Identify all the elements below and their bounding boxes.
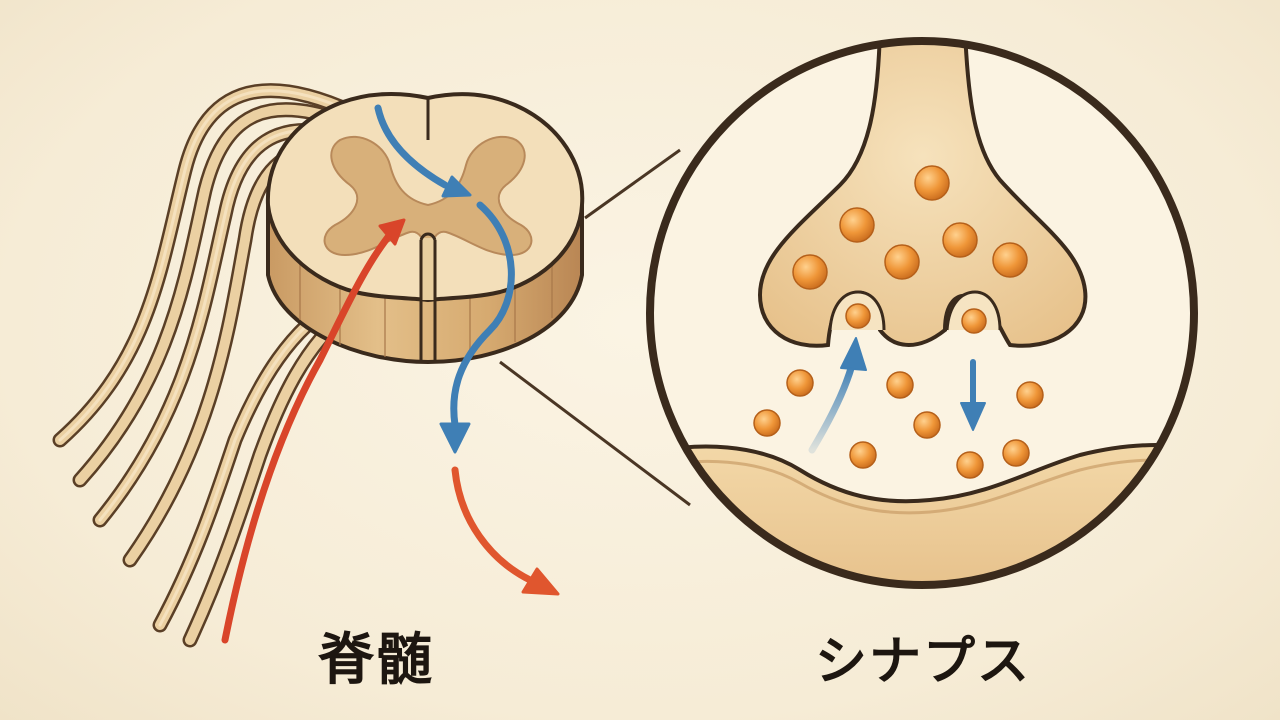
vesicles-in-terminal bbox=[792, 165, 1028, 334]
magnify-connector-lines bbox=[499, 148, 691, 507]
vesicle bbox=[914, 165, 950, 201]
synapse-flow-arrows bbox=[808, 337, 986, 454]
neural-pathway-arrows bbox=[221, 104, 560, 644]
motor-arrowhead-lower bbox=[439, 422, 471, 454]
spinal-cord-label: 脊髄 bbox=[318, 627, 434, 693]
motor-arrow-upper bbox=[374, 104, 449, 189]
vesicle bbox=[792, 254, 828, 290]
spinal-cord-cross-section bbox=[265, 92, 585, 365]
vesicle bbox=[992, 242, 1028, 278]
output-arrow bbox=[451, 466, 534, 584]
output-arrowhead bbox=[521, 567, 560, 596]
synapse-label: シナプス bbox=[815, 631, 1032, 692]
vesicle bbox=[884, 244, 920, 280]
motor-arrowhead-upper bbox=[441, 175, 472, 198]
vesicle-fusing bbox=[961, 308, 987, 334]
vesicle-fusing bbox=[845, 303, 871, 329]
vesicle bbox=[942, 222, 978, 258]
sensory-arrow bbox=[221, 228, 396, 644]
synapse-magnified-view bbox=[646, 37, 1198, 589]
nerve-fibers bbox=[52, 83, 360, 648]
released-neurotransmitters bbox=[753, 369, 1044, 479]
motor-arrow-lower bbox=[450, 201, 515, 429]
sensory-arrowhead bbox=[378, 218, 406, 246]
vesicle bbox=[839, 207, 875, 243]
